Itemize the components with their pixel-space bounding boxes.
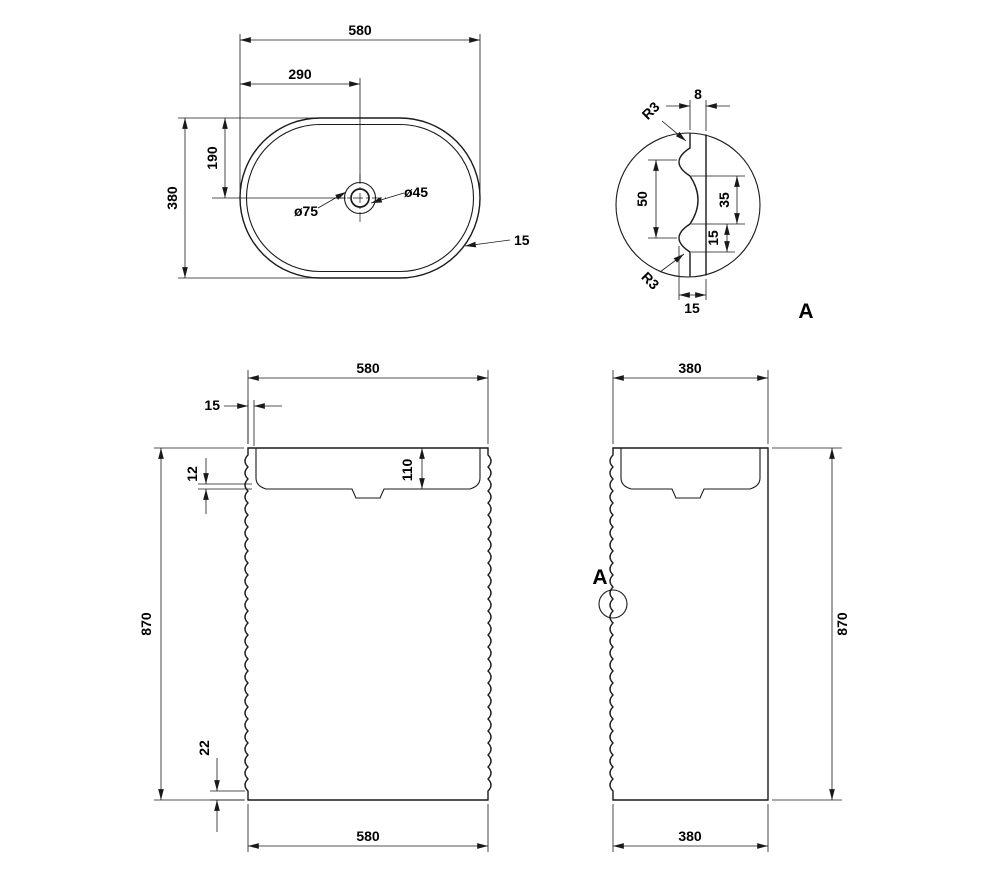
- detail-a-title: A: [798, 300, 813, 323]
- dim-hole-inner-label: ø45: [404, 184, 428, 200]
- side-left-fluted-edge: [609, 447, 614, 801]
- dim-rim-thickness-label: 15: [204, 397, 220, 413]
- leader-line-fillet-top: [661, 120, 687, 142]
- dim-fillet-top-label: R3: [639, 98, 663, 122]
- dim-flute-step-label: 15: [705, 230, 721, 246]
- dim-base-height-label: 22: [196, 740, 212, 756]
- front-bowl-profile: [255, 448, 481, 499]
- front-right-fluted-edge: [487, 447, 492, 801]
- detail-wall-fluted-face: [678, 133, 699, 277]
- front-view: 580 15 110 12 870 22 580: [138, 360, 492, 852]
- dim-side-height-label: 870: [834, 612, 850, 636]
- dim-side-depth-bottom-label: 380: [678, 828, 702, 844]
- dim-front-height-label: 870: [138, 612, 154, 636]
- dim-hole-offset-y-label: 190: [204, 146, 220, 170]
- dim-flute-span-label: 50: [634, 191, 650, 207]
- side-bowl-profile: [620, 448, 761, 499]
- top-view: 580 290 380 190 ø75 ø45 15: [164, 22, 530, 279]
- leader-line-hole-inner: [370, 192, 405, 204]
- dim-fillet-bottom-label: R3: [638, 269, 662, 293]
- leader-line-fillet-bottom: [659, 253, 685, 273]
- detail-a-view: 8 R3 50 35 15 R3 15 A: [615, 86, 814, 323]
- dim-top-width-label: 580: [348, 22, 372, 38]
- dim-wall-label: 15: [514, 232, 530, 248]
- dim-hole-outer-label: ø75: [294, 203, 318, 219]
- dim-flute-inner-label: 35: [716, 192, 732, 208]
- dim-hole-offset-x-label: 290: [288, 66, 312, 82]
- detail-circle: [615, 132, 761, 278]
- dim-front-width-label: 580: [356, 360, 380, 376]
- leader-line-wall: [464, 239, 511, 248]
- dim-top-depth-label: 380: [164, 186, 180, 210]
- dim-side-depth-label: 380: [678, 360, 702, 376]
- dim-basin-depth-label: 110: [399, 458, 415, 481]
- dim-shell-thickness-label: 12: [184, 466, 200, 482]
- leader-line-hole-outer: [317, 191, 347, 209]
- detail-a-marker-label: A: [592, 566, 607, 589]
- dim-min-thickness-label: 8: [694, 86, 702, 102]
- front-left-fluted-edge: [244, 447, 249, 801]
- detail-a-marker-circle: [598, 589, 628, 619]
- dim-front-width-bottom-label: 580: [356, 828, 380, 844]
- dim-max-thickness-label: 15: [684, 300, 700, 316]
- side-view: A 380 870 380: [592, 360, 850, 852]
